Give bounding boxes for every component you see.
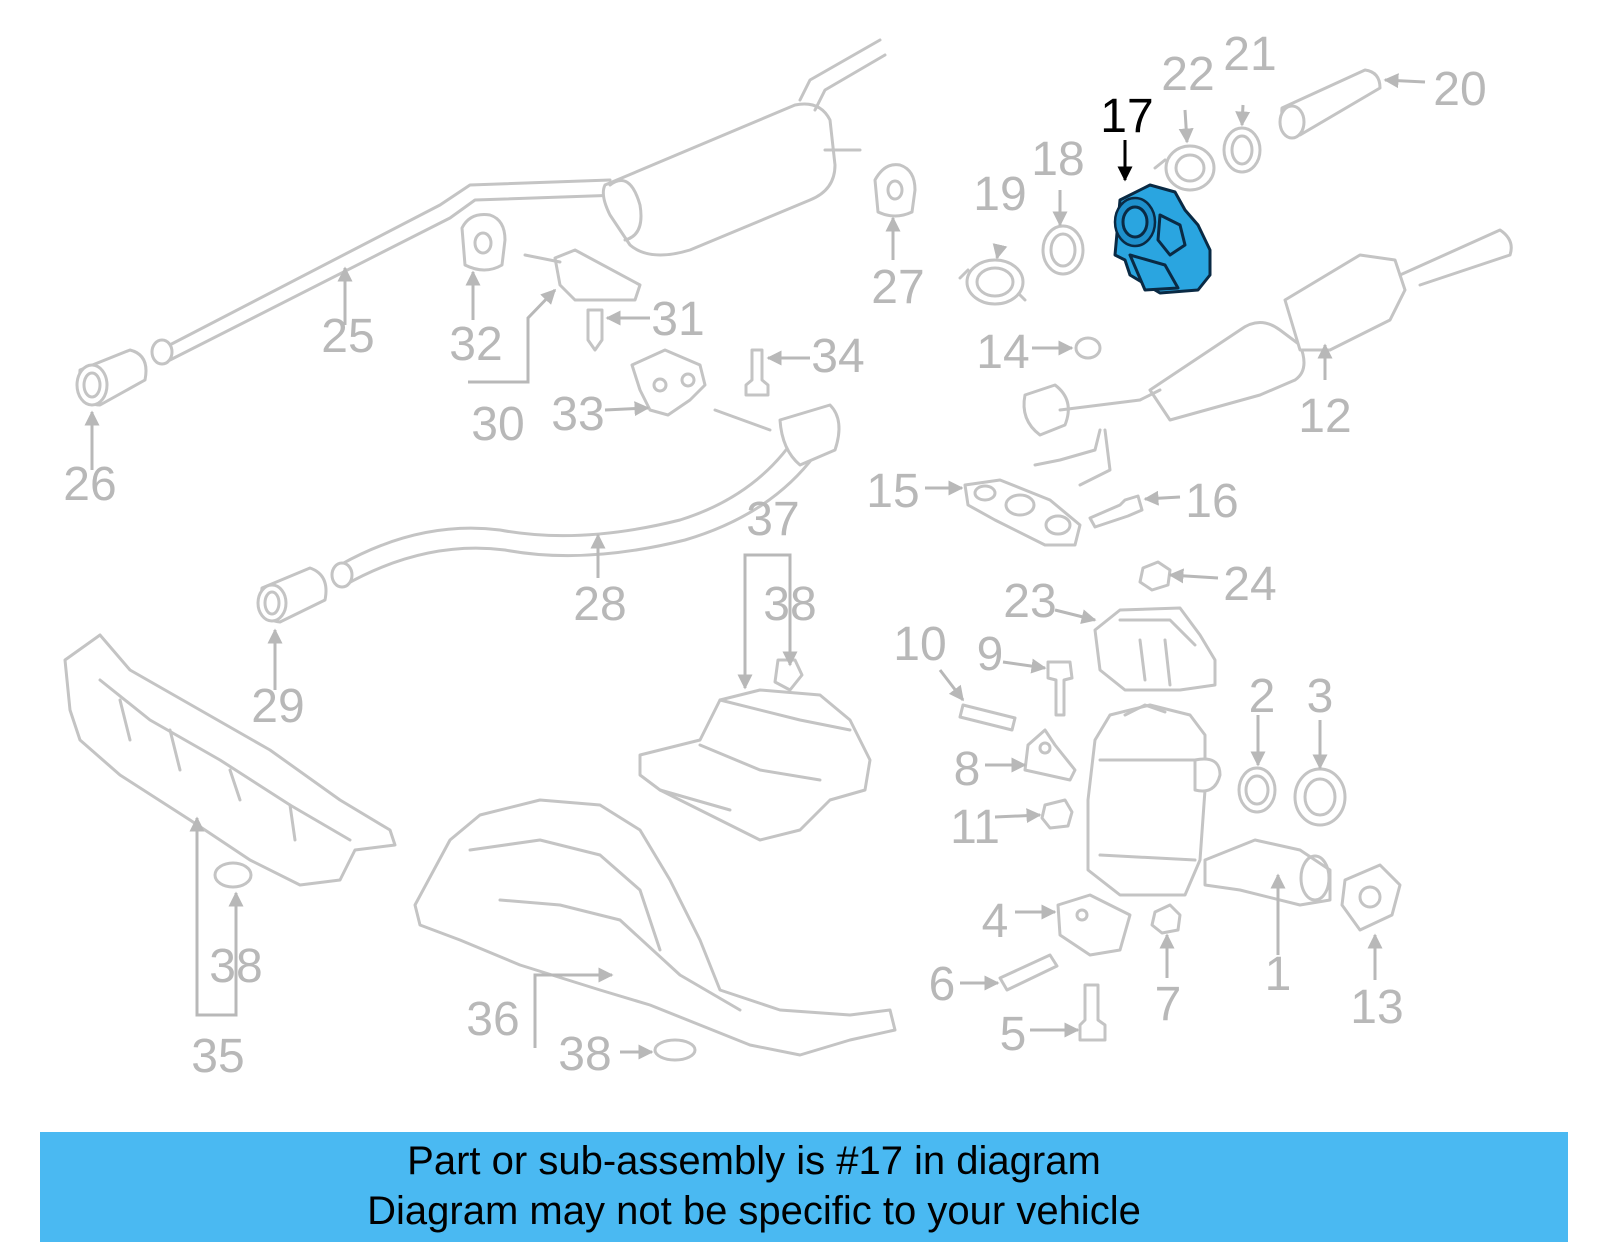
callout-3: 3 [1307, 670, 1334, 723]
part-24-nut [1138, 560, 1172, 592]
callout-34: 34 [811, 330, 864, 383]
part-23-heat-shield [1093, 606, 1217, 692]
part-25-muffler-pipe [150, 38, 887, 366]
callout-13: 13 [1350, 981, 1403, 1034]
callout-37: 37 [746, 493, 799, 546]
banner-line-2: Diagram may not be specific to your vehi… [367, 1189, 1141, 1233]
callout-2: 2 [1249, 670, 1276, 723]
part-28-pipe [330, 403, 841, 589]
callout-4: 4 [982, 895, 1009, 948]
callout-12: 12 [1298, 390, 1351, 443]
callout-27: 27 [871, 261, 924, 314]
part-14-oring [1074, 336, 1102, 360]
part-27-hanger [873, 163, 917, 218]
callout-21: 21 [1223, 28, 1276, 81]
callout-19: 19 [973, 168, 1026, 221]
part-37-shield [638, 658, 872, 842]
part-4-bracket [1056, 893, 1132, 957]
part-5-bolt [1078, 983, 1107, 1042]
callout-22: 22 [1161, 48, 1214, 101]
callout-32: 32 [449, 318, 502, 371]
callout-6: 6 [929, 958, 956, 1011]
part-12-catalytic-converter [1022, 228, 1513, 487]
part-35-heat-shield [63, 633, 397, 887]
callout-labels: 1 2 3 4 5 6 7 8 9 10 11 12 13 14 15 16 1… [63, 28, 1486, 1083]
callout-28: 28 [573, 578, 626, 631]
part-11-nut [1040, 798, 1074, 830]
callout-38-upper: 38 [763, 578, 816, 631]
part-7-nut [1150, 903, 1182, 935]
part-15-gasket [963, 478, 1082, 547]
callout-5: 5 [1000, 1008, 1027, 1061]
part-38-grommet [213, 861, 253, 889]
part-9-bolt [1046, 660, 1074, 717]
part-1-converter [1086, 703, 1332, 907]
callout-15: 15 [866, 465, 919, 518]
part-29-clamp [256, 566, 328, 624]
callout-16: 16 [1185, 475, 1238, 528]
callout-20: 20 [1433, 63, 1486, 116]
leader-lines [84, 73, 1426, 1060]
callout-38-left: 38 [209, 940, 262, 993]
info-banner: Part or sub-assembly is #17 in diagram D… [40, 1132, 1568, 1242]
part-17-highlighted [1113, 183, 1212, 295]
part-21-ring [1222, 126, 1262, 174]
part-6-stud [998, 953, 1059, 992]
callout-18: 18 [1031, 133, 1084, 186]
callout-38-bottom: 38 [558, 1028, 611, 1081]
part-20-pipe [1278, 68, 1382, 140]
callout-1: 1 [1265, 948, 1292, 1001]
callout-11: 11 [950, 801, 1000, 854]
part-13-gasket [1340, 863, 1402, 932]
part-3-clamp [1293, 767, 1347, 827]
callout-24: 24 [1223, 558, 1276, 611]
callout-7: 7 [1155, 978, 1182, 1031]
callout-9: 9 [977, 628, 1004, 681]
part-32-hanger [460, 213, 507, 272]
callout-10: 10 [893, 618, 946, 671]
callout-26: 26 [63, 458, 116, 511]
callout-25: 25 [321, 310, 374, 363]
callout-23: 23 [1003, 575, 1056, 628]
callout-14: 14 [976, 326, 1029, 379]
callout-31: 31 [651, 293, 704, 346]
part-33-bracket [630, 348, 707, 417]
callout-17-highlighted: 17 [1100, 90, 1153, 143]
part-10-stud [958, 703, 1017, 732]
part-34-bolt [744, 348, 770, 397]
part-31-bracket [523, 248, 642, 352]
part-26-clamp [75, 348, 148, 407]
part-22-clamp [1153, 144, 1216, 192]
callout-30: 30 [471, 398, 524, 451]
exhaust-parts-diagram: 1 2 3 4 5 6 7 8 9 10 11 12 13 14 15 16 1… [63, 28, 1513, 1083]
part-19-clamp [958, 258, 1027, 306]
callout-35: 35 [191, 1030, 244, 1083]
callout-33: 33 [551, 388, 604, 441]
part-18-gasket [1041, 224, 1085, 276]
part-16-bolt [1088, 494, 1144, 529]
callout-29: 29 [251, 680, 304, 733]
part-2-gasket [1237, 766, 1277, 814]
banner-line-1: Part or sub-assembly is #17 in diagram [407, 1139, 1101, 1183]
callout-36: 36 [466, 993, 519, 1046]
part-36-shield [413, 798, 897, 1062]
part-8-bracket [1023, 728, 1077, 782]
callout-8: 8 [954, 743, 981, 796]
